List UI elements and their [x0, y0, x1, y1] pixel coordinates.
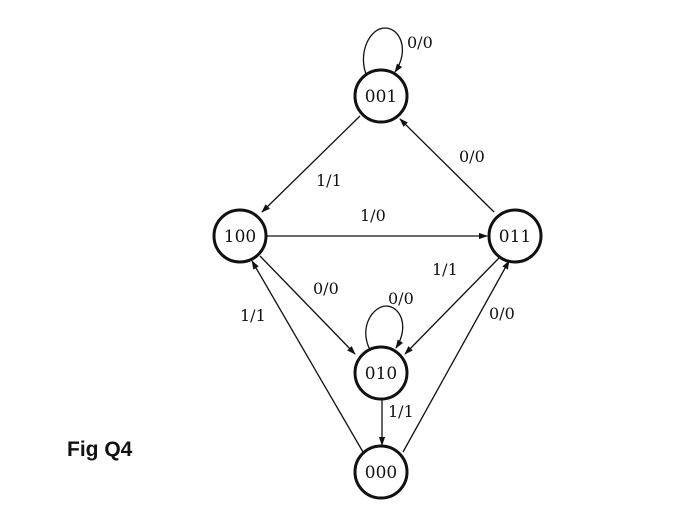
label-011-to-010: 1/1 [432, 260, 458, 279]
transition-edges [251, 27, 510, 453]
label-010-to-000: 1/1 [388, 402, 414, 421]
state-011: 011 [487, 208, 543, 264]
label-100-to-011: 1/0 [360, 206, 386, 225]
edge-011-to-001 [399, 118, 495, 213]
state-label-010: 010 [365, 364, 397, 384]
state-label-000: 000 [365, 463, 397, 483]
state-label-001: 001 [365, 87, 397, 107]
state-010: 010 [353, 345, 409, 401]
label-001-self-loop: 0/0 [407, 33, 433, 52]
edge-100-to-010 [259, 255, 356, 355]
label-011-to-001: 0/0 [459, 147, 485, 166]
label-000-to-100: 1/1 [240, 306, 266, 325]
edge-000-to-011 [402, 260, 510, 453]
state-label-100: 100 [224, 227, 256, 247]
label-100-to-010: 0/0 [313, 279, 339, 298]
edge-011-to-010 [404, 257, 500, 355]
edge-010-self-loop [365, 305, 404, 351]
label-000-to-011: 0/0 [489, 304, 515, 323]
edge-000-to-100 [251, 260, 364, 453]
figure-caption: Fig Q4 [67, 438, 133, 461]
state-label-011: 011 [499, 227, 531, 247]
edge-001-self-loop [362, 27, 404, 75]
state-100: 100 [212, 208, 268, 264]
state-001: 001 [353, 68, 409, 124]
edge-001-to-100 [261, 115, 361, 213]
label-010-self-loop: 0/0 [388, 289, 414, 308]
transition-labels: 0/0 1/1 0/0 1/0 0/0 0/0 1/1 1/1 0/0 1/1 [240, 33, 515, 421]
label-001-to-100: 1/1 [316, 171, 342, 190]
state-000: 000 [353, 444, 409, 500]
